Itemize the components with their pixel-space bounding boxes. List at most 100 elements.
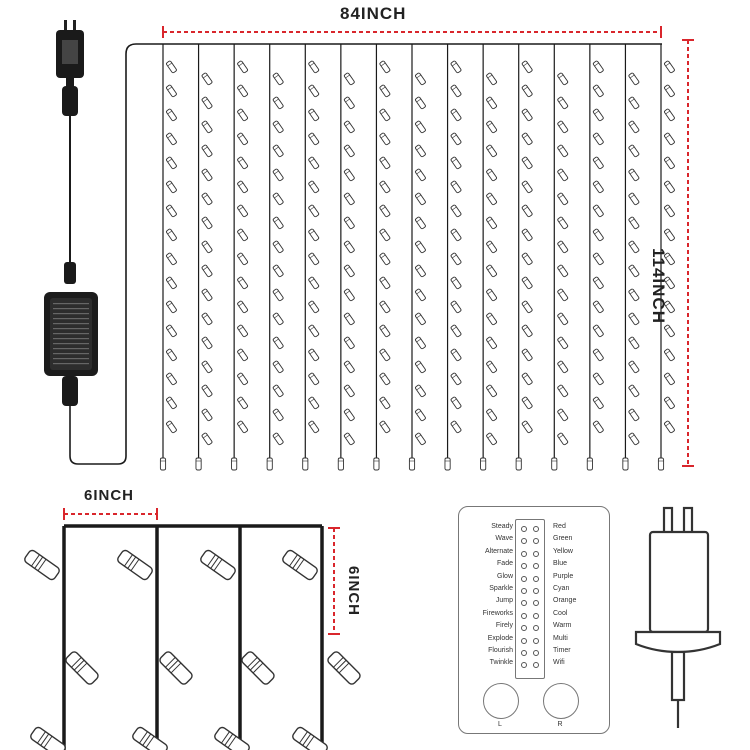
- led-bulb-icon: [480, 457, 487, 471]
- led-bulb-icon: [414, 336, 427, 350]
- led-bulb-icon: [521, 156, 534, 170]
- led-bulb-icon: [115, 548, 155, 582]
- led-bulb-icon: [236, 156, 249, 170]
- wire-connector-icon: [62, 86, 78, 116]
- right-button[interactable]: [543, 683, 579, 719]
- led-bulb-icon: [200, 360, 214, 374]
- led-bulb-icon: [521, 228, 534, 242]
- led-bulb-icon: [627, 192, 640, 206]
- led-bulb-icon: [63, 649, 101, 687]
- led-bulb-icon: [657, 457, 665, 471]
- led-bulb-icon: [236, 84, 249, 98]
- led-bulb-icon: [28, 725, 68, 750]
- led-bulb-icon: [449, 60, 463, 74]
- width-dimension-line: [162, 26, 662, 38]
- led-bulb-icon: [556, 120, 569, 134]
- led-bulb-icon: [236, 372, 249, 386]
- mode-label: Blue: [553, 560, 568, 568]
- led-bulb-icon: [485, 312, 498, 326]
- led-bulb-icon: [378, 396, 391, 410]
- led-bulb-icon: [343, 264, 356, 278]
- indicator-dot: [521, 625, 527, 632]
- left-button[interactable]: [483, 683, 519, 719]
- led-bulb-icon: [165, 180, 178, 194]
- led-bulb-icon: [307, 420, 320, 434]
- led-bulb-icon: [449, 84, 463, 98]
- led-bulb-icon: [307, 132, 320, 146]
- led-bulb-icon: [515, 457, 522, 471]
- led-bulb-icon: [556, 168, 569, 182]
- led-bulb-icon: [378, 60, 391, 74]
- led-bulb-icon: [485, 336, 498, 350]
- led-bulb-icon: [130, 725, 170, 750]
- led-bulb-icon: [272, 96, 285, 110]
- led-bulb-icon: [414, 264, 427, 278]
- mode-label: Firely: [495, 622, 513, 630]
- led-bulb-icon: [343, 192, 356, 206]
- led-bulb-icon: [200, 408, 214, 422]
- led-bulb-icon: [198, 548, 238, 582]
- led-bulb-icon: [343, 72, 356, 86]
- led-bulb-icon: [521, 84, 534, 98]
- mode-label: Multi: [553, 634, 568, 642]
- mode-label: Sparkle: [489, 585, 513, 593]
- led-bulb-icon: [521, 324, 534, 338]
- mode-label: Explode: [487, 634, 513, 642]
- led-bulb-icon: [414, 168, 427, 182]
- led-bulb-icon: [157, 649, 195, 687]
- led-bulb-icon: [592, 132, 605, 146]
- led-bulb-icon: [200, 216, 214, 230]
- led-bulb-icon: [556, 192, 569, 206]
- mode-label: Warm: [553, 622, 572, 630]
- led-bulb-icon: [551, 457, 558, 471]
- led-bulb-icon: [627, 168, 640, 182]
- led-bulb-icon: [236, 420, 249, 434]
- mode-label: Cyan: [553, 585, 570, 593]
- led-bulb-icon: [343, 120, 356, 134]
- led-bulb-icon: [556, 432, 569, 446]
- led-bulb-icon: [592, 60, 605, 74]
- led-bulb-icon: [449, 420, 463, 434]
- bulb-spacing-height-label: 6INCH: [345, 566, 362, 617]
- led-bulb-icon: [378, 84, 391, 98]
- overall-width-label: 84INCH: [340, 4, 407, 23]
- led-bulb-icon: [592, 348, 605, 362]
- led-bulb-icon: [272, 216, 285, 230]
- led-bulb-icon: [307, 228, 320, 242]
- indicator-dot: [533, 662, 539, 669]
- mode-label: Alternate: [484, 547, 513, 555]
- led-bulb-icon: [343, 288, 356, 302]
- led-bulb-icon: [200, 432, 214, 446]
- led-bulb-icon: [165, 348, 178, 362]
- led-bulb-icon: [449, 204, 463, 218]
- led-bulb-icon: [485, 144, 498, 158]
- led-bulb-icon: [485, 264, 498, 278]
- led-bulb-icon: [556, 216, 569, 230]
- led-bulb-icon: [586, 457, 593, 471]
- led-bulb-icon: [165, 84, 178, 98]
- left-button-label: L: [498, 721, 502, 728]
- led-bulb-icon: [165, 420, 178, 434]
- indicator-dot: [521, 600, 527, 607]
- led-bulb-icon: [307, 84, 320, 98]
- led-bulb-icon: [165, 324, 178, 338]
- led-bulb-icon: [663, 348, 676, 362]
- mode-label: Wifi: [553, 659, 565, 667]
- led-bulb-icon: [627, 264, 640, 278]
- mode-label: Glow: [497, 572, 513, 580]
- led-bulb-icon: [485, 288, 498, 302]
- led-bulb-icon: [414, 144, 427, 158]
- led-bulb-icon: [449, 372, 463, 386]
- led-bulb-icon: [307, 396, 320, 410]
- led-bulb-icon: [236, 204, 249, 218]
- led-bulb-icon: [236, 252, 249, 266]
- led-bulb-icon: [556, 144, 569, 158]
- bulb-spacing-width-label: 6INCH: [84, 487, 135, 504]
- led-bulb-icon: [165, 228, 178, 242]
- mode-label: Steady: [491, 523, 513, 530]
- led-bulb-icon: [307, 348, 320, 362]
- height-dimension-line: [682, 39, 694, 467]
- led-bulb-icon: [485, 240, 498, 254]
